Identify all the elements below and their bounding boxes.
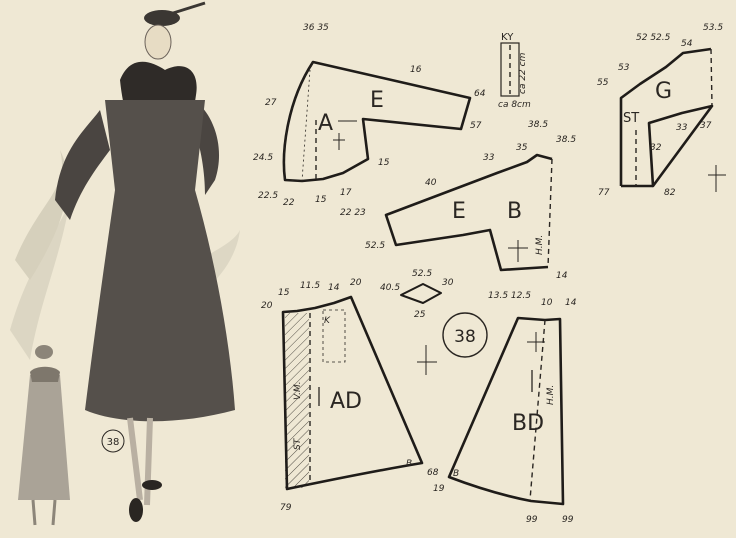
measure-label: 64	[474, 89, 486, 99]
ky-strip	[500, 42, 520, 97]
measure-label: 57	[470, 121, 482, 131]
b-mark: B	[453, 469, 459, 479]
measure-label: 40.5	[380, 283, 400, 293]
vm-mark: V.M.	[293, 381, 303, 400]
measure-label: 22 23	[340, 208, 366, 218]
measure-label: 33	[676, 123, 688, 133]
piece-label-E-top: E	[370, 88, 384, 113]
measure-label: 14	[565, 298, 577, 308]
pattern-number-badge	[442, 312, 488, 358]
measure-label: 38.5	[528, 120, 548, 130]
hm-mark: H.M.	[546, 385, 556, 405]
measure-label: 14	[556, 271, 568, 281]
measure-label: 99	[562, 515, 574, 525]
piece-label-E-mid: E	[452, 199, 466, 224]
measure-label: 53.5	[703, 23, 723, 33]
k-mark: K	[324, 316, 331, 326]
ky-label: KY	[501, 32, 514, 43]
measure-label: 15	[278, 288, 290, 298]
measure-label: 15	[378, 158, 390, 168]
measure-label: 99	[526, 515, 538, 525]
pattern-piece-A-E: E A	[282, 60, 472, 183]
pattern-number-text: 38	[454, 327, 476, 347]
measure-label: 14	[328, 283, 340, 293]
pattern-piece-AD: AD ST V.M. B K	[281, 295, 424, 491]
piece-label-BD: BD	[512, 411, 544, 436]
measure-label: 68	[427, 468, 439, 478]
piece-label-B: B	[507, 199, 522, 224]
measure-label: 82	[664, 188, 676, 198]
measure-label: 79	[280, 503, 292, 513]
measure-label: 52.5	[365, 241, 385, 251]
measure-label: 15	[315, 195, 327, 205]
measure-label: 54	[681, 39, 693, 49]
grain-cross-icon	[527, 332, 545, 352]
measure-label: 36 35	[303, 23, 329, 33]
piece-label-A: A	[318, 111, 333, 136]
pattern-piece-G: G ST	[619, 47, 726, 192]
measure-label: 30	[442, 278, 454, 288]
measure-label: 32	[650, 143, 662, 153]
measure-label: 22	[283, 198, 295, 208]
measure-label: 35	[516, 143, 528, 153]
measure-label: 55	[597, 78, 609, 88]
measure-label: 10	[541, 298, 553, 308]
measure-label: 13.5 12.5	[488, 291, 531, 301]
measure-label: 22.5	[258, 191, 278, 201]
illustration-number-badge	[101, 429, 125, 453]
fashion-illustration	[10, 1, 240, 526]
measure-label: 25	[414, 310, 426, 320]
measure-label: 19	[433, 484, 445, 494]
gusset-diamond	[400, 283, 442, 304]
grain-cross-icon	[708, 165, 726, 192]
st-mark: ST	[293, 437, 303, 450]
hm-mark: H.M.	[535, 235, 545, 255]
measure-label: 40	[425, 178, 437, 188]
measure-label: 77	[598, 188, 610, 198]
measure-label: 17	[340, 188, 352, 198]
measure-label: 11.5	[300, 281, 320, 291]
grain-cross-icon	[508, 240, 528, 262]
measure-label: 37	[700, 121, 712, 131]
measure-label: 16	[410, 65, 422, 75]
piece-label-AD: AD	[330, 389, 362, 414]
measure-label: 20	[350, 278, 362, 288]
measure-label: 38.5	[556, 135, 576, 145]
small-back-view-figure	[18, 345, 70, 526]
measure-label: 53	[618, 63, 630, 73]
piece-label-ST: ST	[623, 111, 639, 126]
pattern-piece-E-B: E B H.M.	[384, 153, 553, 272]
grain-cross-icon	[417, 345, 437, 375]
measure-label: 52.5	[412, 269, 432, 279]
illustration-number-text: 38	[107, 437, 120, 448]
ky-width: ca 8cm	[498, 100, 531, 110]
grain-cross-icon	[333, 133, 345, 150]
pattern-piece-BD: BD H.M. B	[447, 316, 565, 506]
measure-label: 27	[265, 98, 277, 108]
ky-height: ca 22 cm	[518, 52, 528, 94]
measure-label: 33	[483, 153, 495, 163]
b-mark: B	[406, 459, 412, 469]
measure-label: 20	[261, 301, 273, 311]
measure-label: 24.5	[253, 153, 273, 163]
measure-label: 52 52.5	[636, 33, 671, 43]
piece-label-G: G	[655, 79, 672, 104]
